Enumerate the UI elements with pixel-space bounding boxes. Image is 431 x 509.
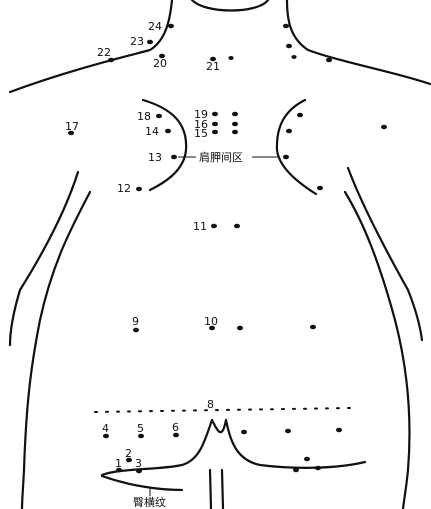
point-11-dot [211,224,217,229]
point-13-dot [171,155,177,160]
label-21: 21 [206,60,220,73]
label-22: 22 [97,46,111,59]
right-scapula-dot-2 [286,129,292,134]
right-lower-dot-1 [304,457,310,462]
scapula-zone-label: 肩胛间区 [199,150,243,164]
right-arm-dot [381,125,387,130]
right-scapula-dot-4 [317,186,323,191]
label-4: 4 [102,422,109,435]
point-9-dot [133,328,139,333]
body-contour [10,0,430,509]
left-neck-shoulder-line [10,0,172,92]
point-labels: 24 23 22 20 21 19 16 15 18 14 13 17 12 1… [65,20,220,470]
right-leg-line [222,470,223,509]
right-shoulder-dot-2 [286,44,292,49]
gluteal-fold-label: 臀横纹 [133,495,166,509]
point-12-dot [136,187,142,192]
right-flank [345,192,409,509]
label-5: 5 [137,422,144,435]
right-buttock-dot-1 [241,430,247,435]
point-10b-dot [237,326,243,331]
point-24-dot [168,24,174,29]
right-shoulder-dot-1 [283,24,289,29]
acupoint-dots [68,24,387,474]
right-neck-shoulder-line [287,0,430,84]
point-19-dot [212,112,218,117]
label-9: 9 [132,315,139,328]
label-6: 6 [172,421,179,434]
buttock-right-curve [226,420,365,468]
label-8: 8 [207,398,214,411]
label-15: 15 [194,127,208,140]
left-buttock-fold [102,476,182,490]
label-24: 24 [148,20,162,33]
point-19b-dot [232,112,238,117]
point-23-dot [147,40,153,45]
point-15-dot [212,130,218,135]
label-10: 10 [204,315,218,328]
point-16b-dot [232,122,238,127]
right-arm-inner [348,168,422,340]
label-3: 3 [135,457,142,470]
label-20: 20 [153,57,167,70]
label-18: 18 [137,110,151,123]
label-12: 12 [117,182,131,195]
gluteal-cleft [212,420,226,432]
point-11b-dot [234,224,240,229]
point-18-dot [156,114,162,119]
label-17: 17 [65,120,79,133]
right-shoulder-dot-3 [291,55,296,59]
point-21b-dot [228,56,233,60]
point-16-dot [212,122,218,127]
right-buttock-dot-2 [285,429,291,434]
right-lower-dot-2 [293,468,299,473]
right-scapula-dot-1 [297,113,303,118]
right-buttock-dot-3 [336,428,342,433]
label-11: 11 [193,220,207,233]
left-flank [22,192,90,509]
point-14-dot [165,129,171,134]
left-leg-line [210,470,211,509]
label-13: 13 [148,151,162,164]
right-scapula [277,100,316,194]
label-14: 14 [145,125,159,138]
right-shoulder-dot-4 [326,58,332,63]
point-15b-dot [232,130,238,135]
point-10c-dot [310,325,316,330]
label-23: 23 [130,35,144,48]
label-1: 1 [115,457,122,470]
left-arm-inner [10,172,78,345]
right-scapula-dot-3 [283,155,289,160]
iliac-dotted-line [95,408,350,412]
neck-base-curve [192,0,268,11]
right-lower-dot-3 [315,466,321,471]
label-2: 2 [125,447,132,460]
